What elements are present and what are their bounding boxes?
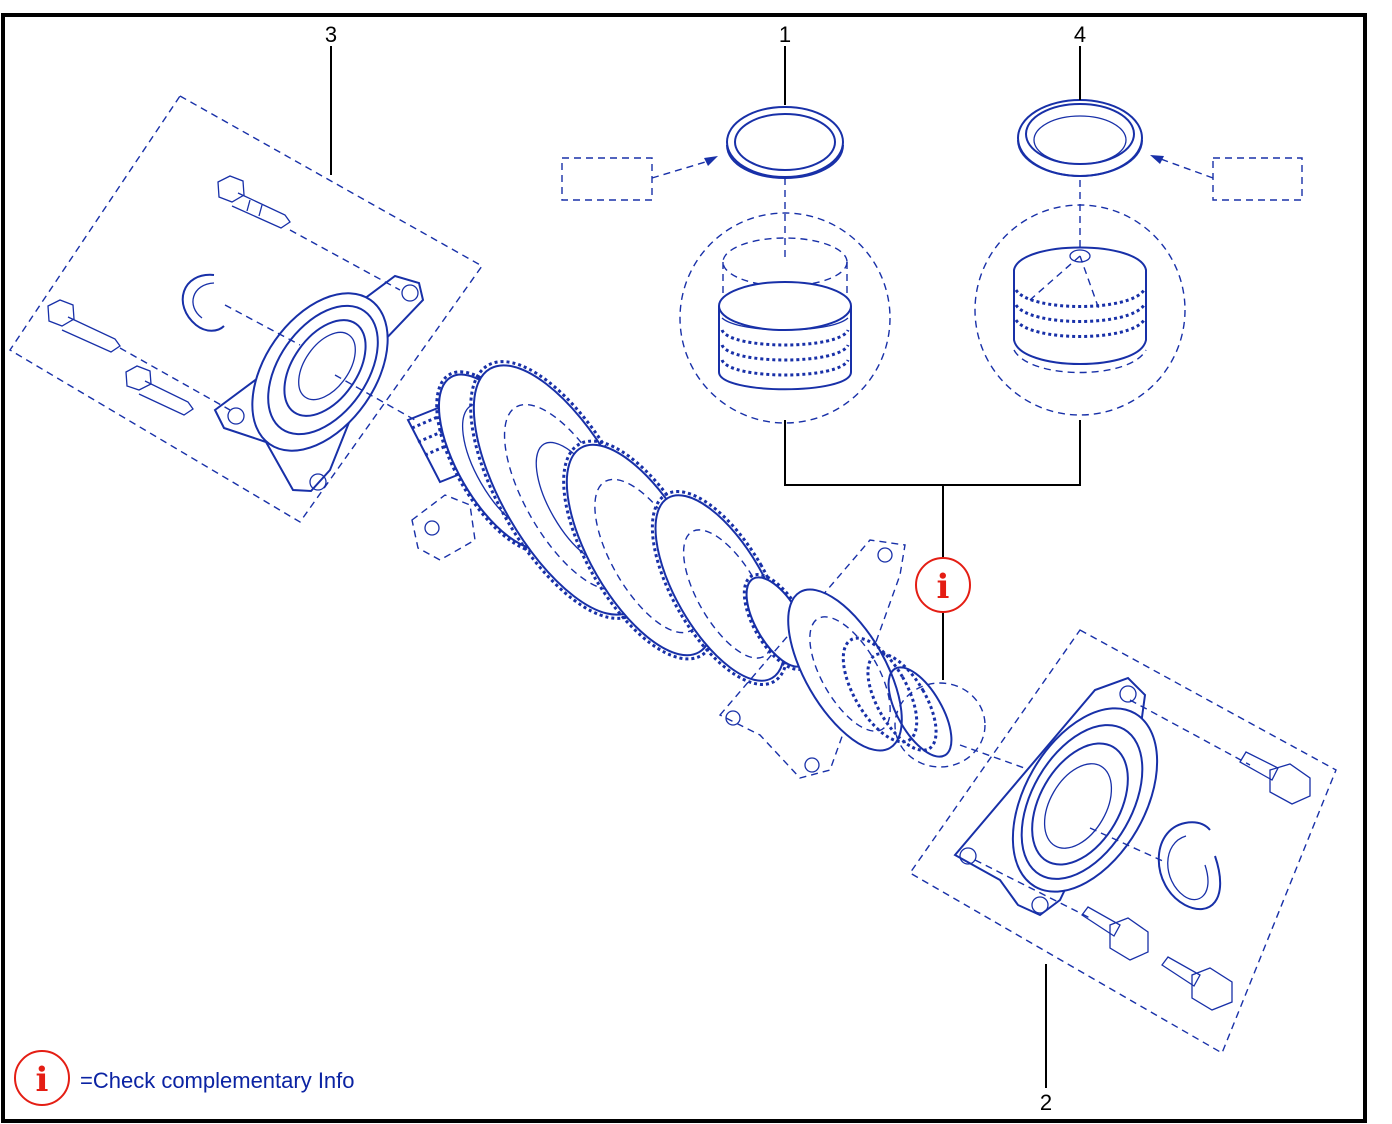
bolt-icon [1081,906,1149,961]
legend-glyph: i [36,1060,49,1100]
part-1-seal-ring [561,106,891,424]
callout-1: 1 [779,22,791,47]
callout-3: 3 [325,22,337,47]
bolt-icon [1239,751,1311,805]
bolt-icon [125,365,194,416]
callout-4: 4 [1074,22,1086,47]
callout-2: 2 [1040,1090,1052,1115]
circlip-icon [181,273,225,332]
part-2-bearing-assembly [908,629,1337,1055]
bolt-icon [217,175,291,229]
diagram-border [1,13,1367,1123]
gear-shaft-assembly [406,360,1031,779]
info-circle-icon: i [14,1050,70,1106]
bolt-icon [47,299,121,353]
part-3-bearing-assembly [9,95,484,523]
circlip-icon [1157,821,1222,911]
info-circle-icon: i [915,557,971,613]
bolt-icon [1161,956,1233,1011]
info-marker-glyph: i [937,567,950,607]
legend-text: =Check complementary Info [80,1068,355,1093]
legend: i =Check complementary Info [14,1050,355,1106]
part-4-synchro-ring [974,99,1303,416]
